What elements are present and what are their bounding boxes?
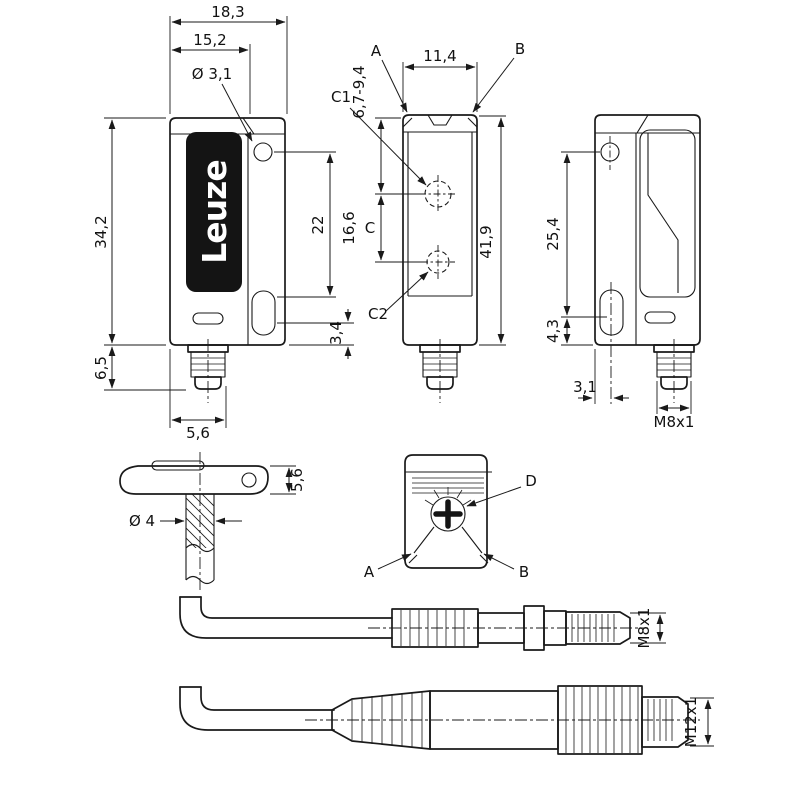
label-a: A <box>364 563 375 581</box>
dim-axis-offset: 3,1 <box>573 378 597 396</box>
bracket-hole <box>241 472 257 488</box>
thread-tip <box>641 696 689 748</box>
thread-lines <box>647 699 673 741</box>
sensor-body-outline <box>402 114 478 346</box>
label-d-leader <box>466 486 522 507</box>
front-view: A B 11,4 C1 6,7-9,4 16,6 C C2 41,9 <box>331 40 525 403</box>
extension-lines <box>375 117 424 195</box>
dim-hole-diameter: Ø 3,1 <box>192 65 232 83</box>
extension-lines <box>690 697 714 747</box>
label-c2: C2 <box>368 305 388 323</box>
dim-connector-width: 5,6 <box>186 424 210 442</box>
dim-width-body: 15,2 <box>193 31 226 49</box>
extension-lines <box>169 16 288 114</box>
potentiometer <box>430 496 466 532</box>
indicator-slot <box>192 312 224 325</box>
leuze-logo-band <box>186 132 242 292</box>
boot-ribs <box>400 610 465 646</box>
brand-logo-text: Leuze <box>195 160 234 264</box>
boot-ribs <box>351 692 423 748</box>
extension-lines <box>402 62 478 112</box>
dim-width: 11,4 <box>423 47 456 65</box>
extension-lines <box>630 612 666 644</box>
dim-height-total: 41,9 <box>477 225 495 258</box>
label-c1-leader <box>349 107 427 186</box>
right-side-view: 25,4 4,3 3,1 M8x1 <box>544 114 701 431</box>
label-c1: C1 <box>331 88 351 106</box>
sensor-body-outline <box>594 114 701 346</box>
label-c: C <box>365 219 375 237</box>
indicator-slot <box>644 311 676 324</box>
mounting-bracket-view: 5,6 Ø 4 <box>119 452 306 592</box>
hole-leader-line <box>221 83 253 142</box>
thread-label: M8x1 <box>635 608 653 649</box>
window-inner-step <box>647 133 679 293</box>
dim-axis-spacing: 16,6 <box>340 211 358 244</box>
bracket-plate <box>119 465 269 495</box>
c2-crosshair <box>421 245 455 279</box>
label-b-leader <box>472 57 515 113</box>
extension-lines <box>561 151 607 318</box>
extension-lines <box>277 322 354 346</box>
dim-slot-to-bottom: 3,4 <box>327 321 345 345</box>
dim-optical-axis-range: 6,7-9,4 <box>350 65 368 118</box>
mounting-slot <box>251 290 276 336</box>
dim-height-body: 34,2 <box>92 215 110 248</box>
dim-hole-to-slot: 22 <box>309 215 327 234</box>
bracket-top-slot <box>151 460 205 471</box>
label-b: B <box>515 40 525 58</box>
label-c2-leader <box>385 271 429 312</box>
label-a-leader <box>377 553 412 570</box>
label-b: B <box>519 563 529 581</box>
knurl-lines <box>565 687 639 753</box>
dim-slot-to-bottom: 4,3 <box>544 319 562 343</box>
mounting-slot <box>599 289 624 336</box>
extension-lines <box>169 349 227 428</box>
label-d: D <box>525 472 537 490</box>
thread-lines <box>571 614 615 642</box>
c1-crosshair <box>419 175 457 213</box>
top-view: D A B <box>364 454 537 581</box>
rod-hatching <box>186 494 214 548</box>
dim-rod-diameter: Ø 4 <box>129 512 155 530</box>
dim-hole-to-slot: 25,4 <box>544 217 562 250</box>
extension-lines <box>104 117 166 346</box>
cable-bend-inner <box>200 686 335 711</box>
extension-lines <box>270 465 296 495</box>
cable-bend-inner <box>200 596 393 619</box>
connector-thread-label: M8x1 <box>654 413 695 431</box>
m12-cable-connector: M12x1 <box>179 685 714 755</box>
side-view: Leuze 18,3 15,2 Ø 3,1 34,2 6,5 5,6 22 <box>92 3 354 442</box>
extension-lines <box>479 115 506 346</box>
sensor-body-outline <box>169 117 286 346</box>
thread-label: M12x1 <box>682 697 700 747</box>
extension-lines <box>274 151 336 298</box>
pot-sunburst-lines <box>424 487 472 506</box>
dim-plate-thickness: 5,6 <box>288 468 306 492</box>
optics-window-frame <box>407 132 473 297</box>
beam-wing-lines <box>413 526 483 554</box>
cable-bend-outer <box>179 686 335 731</box>
extension-lines <box>656 381 692 414</box>
label-b-leader <box>483 553 515 570</box>
thread-tip <box>565 611 631 645</box>
housing-cap-lines <box>402 114 478 133</box>
receiver-window <box>639 129 696 298</box>
mounting-hole <box>253 142 273 162</box>
label-a: A <box>371 42 382 60</box>
cable-bend-outer <box>179 596 393 639</box>
potentiometer-cross-slot <box>433 499 463 529</box>
rib-lines <box>412 477 484 494</box>
dim-width-overall: 18,3 <box>211 3 244 21</box>
dim-height-connector: 6,5 <box>92 356 110 380</box>
m8-cable-connector: M8x1 <box>179 596 666 651</box>
